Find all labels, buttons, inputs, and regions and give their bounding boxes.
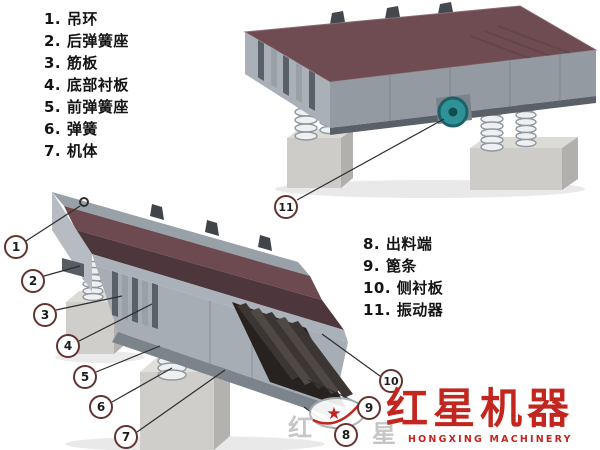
legend-item: 5. 前弹簧座 — [44, 98, 129, 116]
legend-item: 4. 底部衬板 — [44, 76, 129, 94]
callout-8: 8 — [334, 423, 358, 447]
callout-11: 11 — [274, 195, 298, 219]
callout-1: 1 — [4, 235, 28, 259]
callout-10: 10 — [379, 369, 403, 393]
legend-item: 11. 振动器 — [363, 301, 444, 319]
legend-parts-1-7: 1. 吊环 2. 后弹簧座 3. 筋板 4. 底部衬板 5. 前弹簧座 6. 弹… — [44, 8, 129, 162]
legend-item: 10. 侧衬板 — [363, 279, 444, 297]
callout-9: 9 — [357, 396, 381, 420]
legend-parts-8-11: 8. 出料端 9. 篦条 10. 侧衬板 11. 振动器 — [363, 233, 443, 321]
callout-5: 5 — [73, 365, 97, 389]
brand-logo: ★ — [309, 397, 365, 429]
watermark-ghost-char-right: 星 — [372, 420, 396, 448]
callout-6: 6 — [89, 395, 113, 419]
legend-item: 6. 弹簧 — [44, 120, 98, 138]
feeder-illustration-main — [52, 192, 353, 450]
callout-2: 2 — [21, 269, 45, 293]
watermark-tagline: HONGXING MACHINERY — [408, 434, 573, 445]
vibrator-motor — [436, 94, 472, 128]
legend-item: 2. 后弹簧座 — [44, 32, 129, 50]
callout-7: 7 — [114, 425, 138, 449]
leader-lines — [25, 118, 445, 433]
callout-4: 4 — [56, 334, 80, 358]
watermark-brand: 红星机器 — [386, 384, 575, 433]
legend-item: 1. 吊环 — [44, 10, 98, 28]
star-icon: ★ — [326, 404, 341, 424]
legend-item: 9. 篦条 — [363, 257, 417, 275]
legend-item: 7. 机体 — [44, 142, 98, 160]
callout-3: 3 — [33, 303, 57, 327]
legend-item: 3. 筋板 — [44, 54, 98, 72]
watermark-ghost-char-left: 红 — [288, 414, 312, 442]
lifting-ring — [79, 197, 89, 207]
legend-item: 8. 出料端 — [363, 235, 433, 253]
grizzly-bars — [232, 302, 353, 408]
feeder-illustration-top — [243, 2, 598, 198]
